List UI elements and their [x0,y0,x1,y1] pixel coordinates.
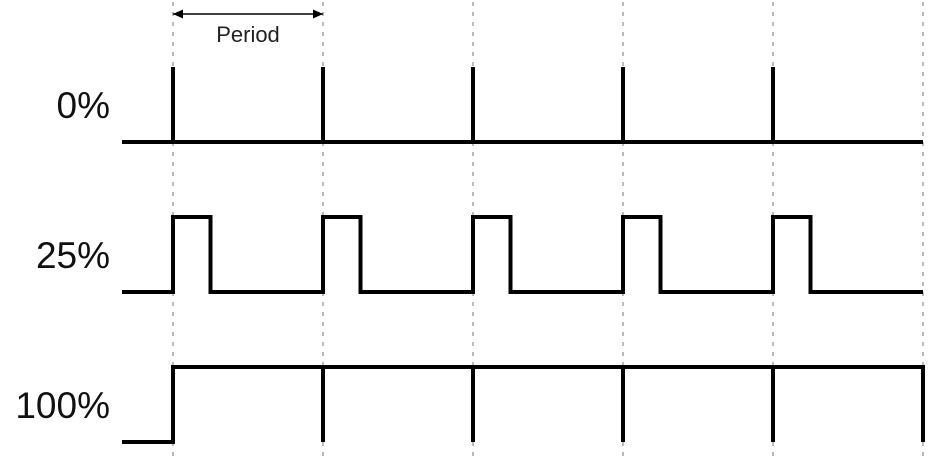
waveform-25-percent [122,215,923,294]
waveform-0-percent [122,67,923,144]
duty-label-100-percent: 100% [15,385,110,426]
period-annotation: Period [173,9,323,47]
period-arrow-right-head [313,9,323,19]
duty-label-25-percent: 25% [36,235,110,276]
period-arrow-left-head [173,9,183,19]
signal-row-0-percent: 0% [57,67,923,144]
duty-label-0-percent: 0% [57,85,110,126]
waveform-100-percent [122,365,925,444]
signal-row-25-percent: 25% [36,215,923,294]
period-label: Period [216,22,280,47]
signal-row-100-percent: 100% [15,365,925,444]
